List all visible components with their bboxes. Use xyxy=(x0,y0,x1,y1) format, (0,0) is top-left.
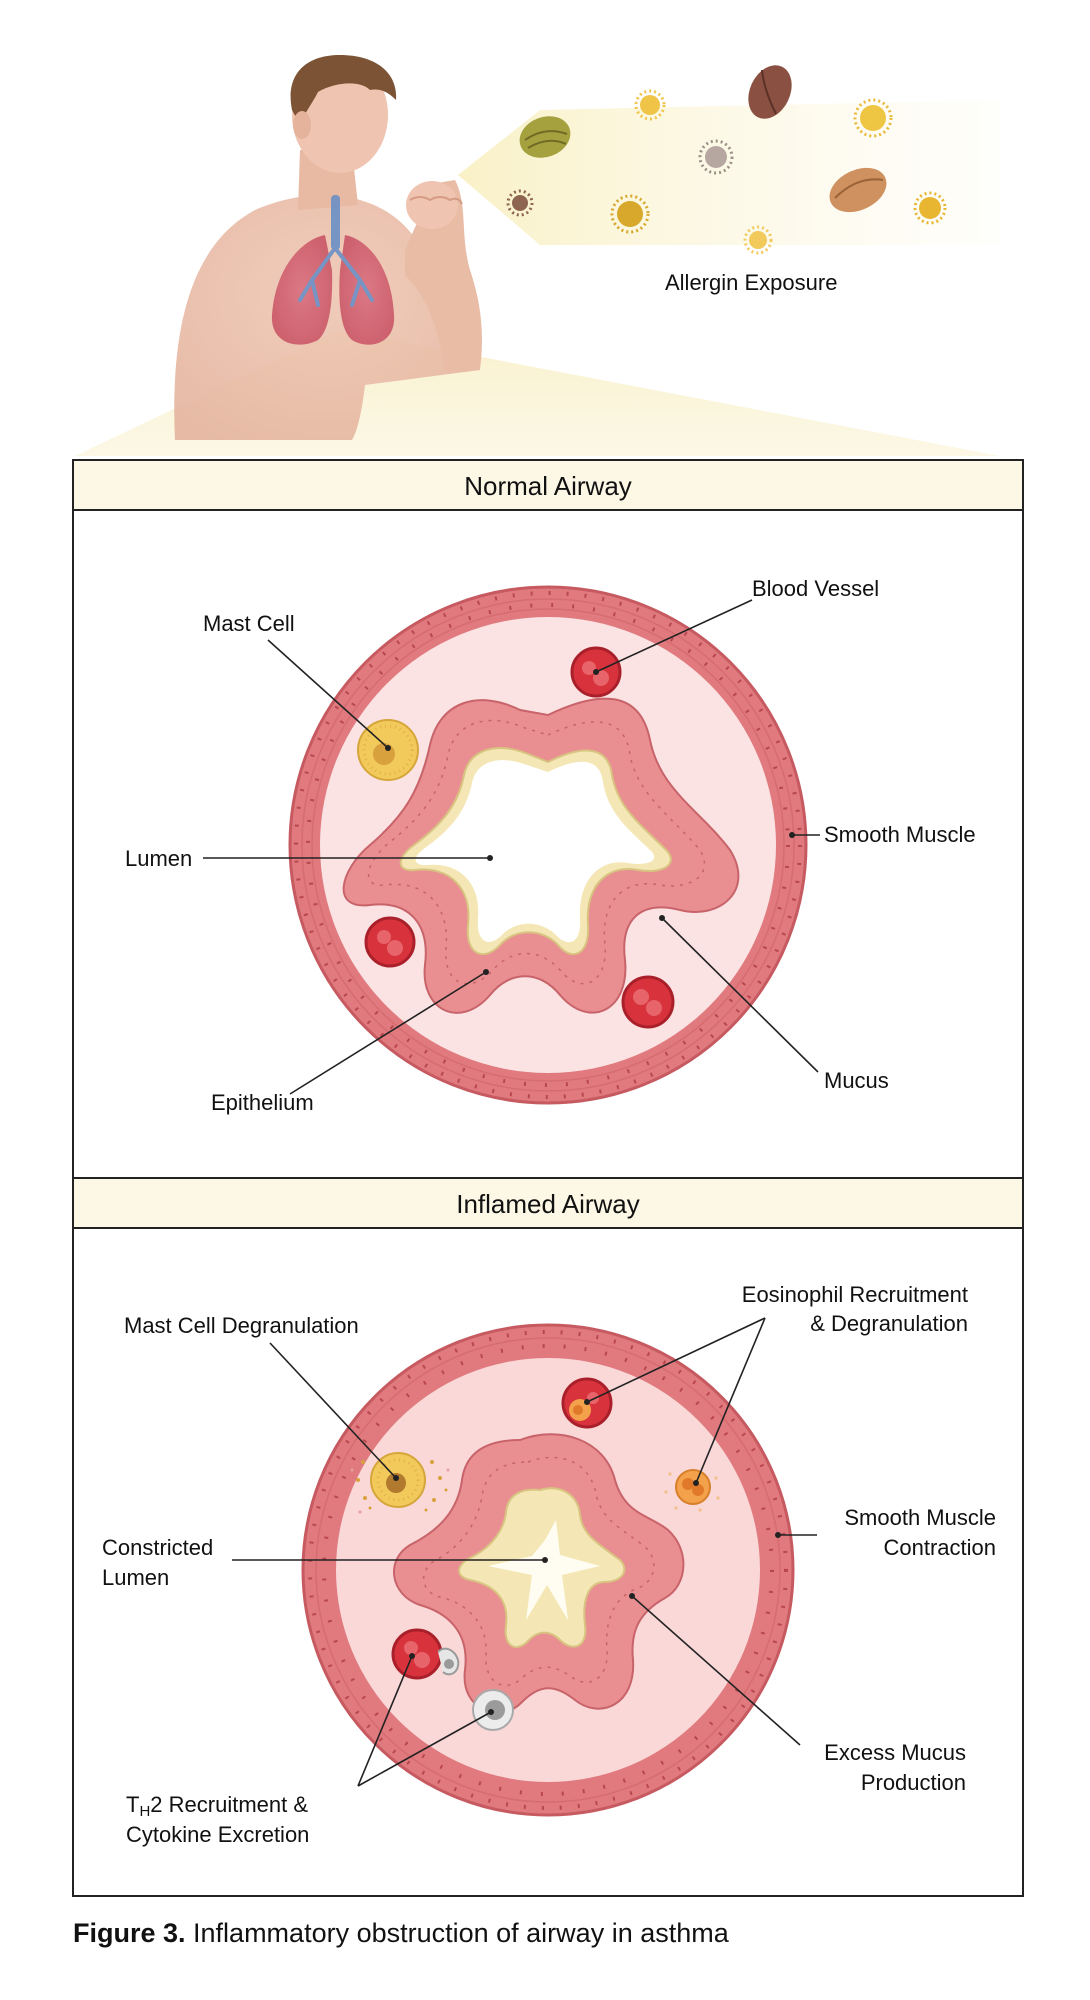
label-smooth-muscle-contraction-line2: Contraction xyxy=(883,1535,996,1560)
label-eosinophil-line1: Eosinophil Recruitment xyxy=(742,1282,968,1307)
label-constricted-line2: Lumen xyxy=(102,1565,169,1590)
label-excess-mucus-line1: Excess Mucus xyxy=(824,1740,966,1765)
normal-airway-title: Normal Airway xyxy=(464,471,632,501)
normal-labels: Mast Cell Blood Vessel Lumen Smooth Musc… xyxy=(125,576,976,1115)
inflamed-airway-crosssection: Mast Cell Degranulation Eosinophil Recru… xyxy=(102,1282,996,1847)
normal-airway-header xyxy=(72,459,1024,511)
lungs xyxy=(271,195,395,345)
label-th2-line1: TH2 Recruitment & xyxy=(126,1792,308,1820)
normal-airway-crosssection: Mast Cell Blood Vessel Lumen Smooth Musc… xyxy=(125,576,976,1115)
allergen-exposure-label: Allergin Exposure xyxy=(665,270,837,295)
label-eosinophil-line2: & Degranulation xyxy=(810,1311,968,1336)
label-epithelium: Epithelium xyxy=(211,1090,314,1115)
patient-illustration xyxy=(75,55,1000,456)
label-constricted-line1: Constricted xyxy=(102,1535,213,1560)
label-smooth-muscle-contraction-line1: Smooth Muscle xyxy=(844,1505,996,1530)
label-mucus: Mucus xyxy=(824,1068,889,1093)
label-mast-cell: Mast Cell xyxy=(203,611,295,636)
inflamed-labels: Mast Cell Degranulation Eosinophil Recru… xyxy=(102,1282,996,1847)
label-excess-mucus-line2: Production xyxy=(861,1770,966,1795)
label-smooth-muscle: Smooth Muscle xyxy=(824,822,976,847)
inflamed-airway-title: Inflamed Airway xyxy=(456,1189,640,1219)
inflamed-airway-header xyxy=(72,1177,1024,1229)
label-lumen: Lumen xyxy=(125,846,192,871)
th2-vessel xyxy=(391,1628,460,1680)
eosinophil-degranulating xyxy=(664,1469,720,1512)
label-th2-line2: Cytokine Excretion xyxy=(126,1822,309,1847)
caption-figure-number: Figure 3. xyxy=(73,1918,186,1948)
blood-vessel-2 xyxy=(364,916,416,968)
figure-caption: Figure 3. Inflammatory obstruction of ai… xyxy=(73,1918,729,1949)
label-blood-vessel: Blood Vessel xyxy=(752,576,879,601)
pollen-grains xyxy=(506,65,947,255)
allergen-exposure: Allergin Exposure xyxy=(458,65,1000,295)
caption-text: Inflammatory obstruction of airway in as… xyxy=(185,1918,729,1948)
label-mast-cell-degranulation: Mast Cell Degranulation xyxy=(124,1313,359,1338)
normal-lumen xyxy=(415,760,655,943)
inflamed-constricted-lumen xyxy=(488,1520,600,1620)
blood-vessel-3 xyxy=(621,975,675,1029)
